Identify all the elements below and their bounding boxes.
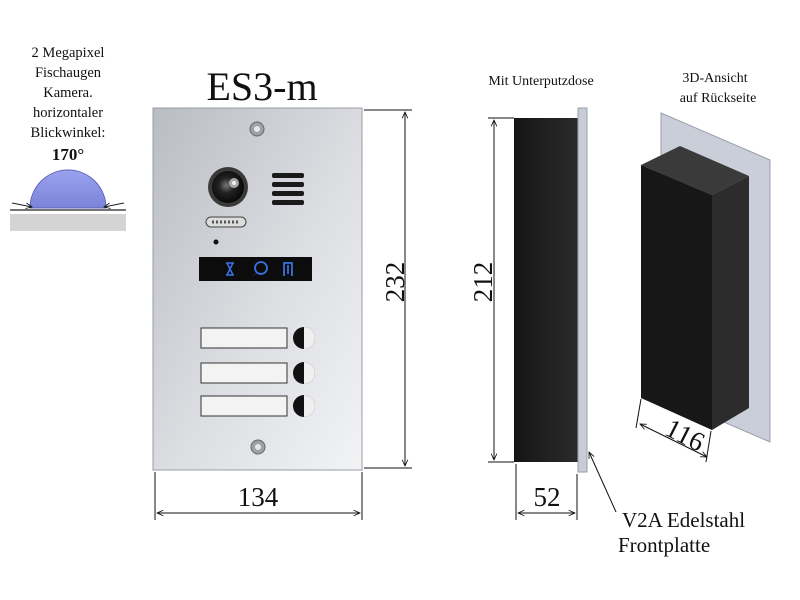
back-view-3d (641, 112, 771, 443)
flush-box-side (514, 118, 578, 462)
microphone-hole (213, 239, 219, 245)
speaker-grille (272, 173, 304, 205)
name-plate (200, 395, 288, 417)
model-title: ES3-m (206, 64, 317, 109)
name-plate-row-2 (200, 362, 315, 384)
box-front-face (641, 165, 712, 430)
box-depth-dimension: 52 (515, 464, 578, 520)
material-line-2: Frontplatte (618, 533, 710, 557)
side-view-caption: Mit Unterputzdose (488, 74, 593, 89)
box-top-face (641, 146, 749, 195)
front-width-dimension: 134 (154, 472, 363, 520)
material-callout: V2A Edelstahl Frontplatte (588, 452, 745, 557)
ir-led-strip (205, 216, 247, 228)
front-height-label: 232 (380, 262, 410, 303)
front-panel (152, 107, 363, 471)
screw-top (249, 121, 265, 137)
camera-line-2: Fischaugen (35, 65, 102, 81)
box-height-dimension: 212 (468, 117, 514, 463)
view-angle-arrow-left (11, 202, 32, 207)
camera-line-1: 2 Megapixel (32, 45, 105, 61)
front-width-label: 134 (238, 482, 279, 512)
camera-line-4: horizontaler (33, 105, 103, 121)
status-display (199, 257, 312, 281)
wall-surface (10, 214, 126, 231)
material-line-1: V2A Edelstahl (622, 508, 745, 532)
name-plate (200, 327, 288, 349)
back-view-caption-1: 3D-Ansicht (682, 71, 747, 86)
front-height-dimension: 232 (364, 109, 412, 469)
name-plate (200, 362, 288, 384)
door-icon (283, 262, 293, 276)
back-view-caption-2: auf Rückseite (680, 91, 757, 106)
speech-icon (252, 261, 268, 277)
screw-bottom (250, 439, 266, 455)
side-view (514, 107, 588, 473)
camera-line-3: Kamera. (43, 85, 93, 101)
camera-angle: 170° (52, 145, 84, 164)
name-plate-row-1 (200, 327, 315, 349)
view-angle-arrow-right (104, 202, 125, 207)
box-height-label: 212 (468, 262, 498, 303)
box-depth-label: 52 (534, 482, 561, 512)
front-plate (152, 107, 363, 471)
camera-info: 2 Megapixel Fischaugen Kamera. horizonta… (10, 45, 126, 231)
call-button[interactable] (293, 362, 315, 384)
name-plate-row-3 (200, 395, 315, 417)
box-right-face (712, 176, 749, 430)
hourglass-icon (226, 262, 234, 276)
view-angle-dome (29, 169, 107, 209)
call-button[interactable] (293, 395, 315, 417)
front-plate-side (577, 107, 588, 473)
camera-line-5: Blickwinkel: (31, 125, 106, 141)
camera-lens (208, 167, 248, 207)
call-button[interactable] (293, 327, 315, 349)
